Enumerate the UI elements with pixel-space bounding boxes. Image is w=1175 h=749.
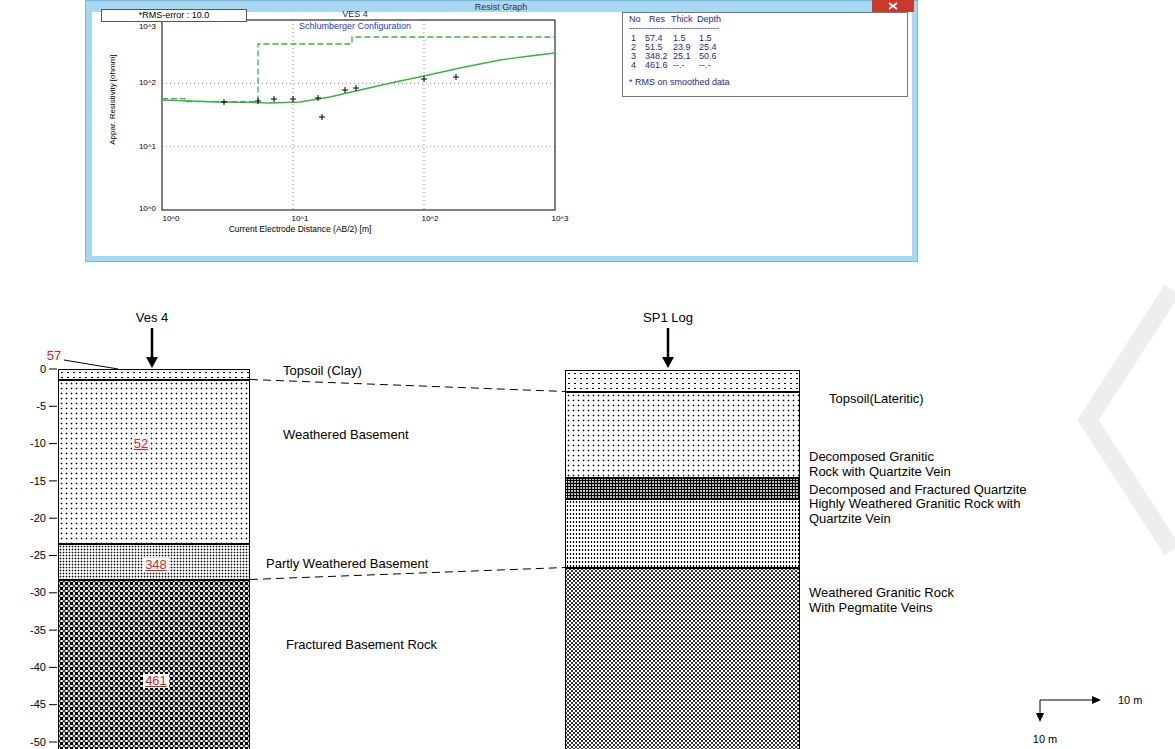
layer-box: 461Fractured Basement Rock [58, 580, 250, 749]
table-cell: 3 [631, 51, 636, 61]
table-cell: 348.2 [645, 51, 668, 61]
depth-label: -50 [30, 736, 46, 749]
table-cell: 25.1 [673, 51, 691, 61]
layer-box: 348Partly Weathered Basement [58, 544, 250, 580]
table-cell: Depth [697, 14, 721, 24]
table-cell: 461.6 [645, 60, 668, 70]
table-cell: Res [649, 14, 665, 24]
leader-line [64, 360, 118, 369]
tick-label: 10^3 [551, 214, 568, 223]
tick-label: 10^1 [291, 214, 308, 223]
depth-label: -20 [30, 512, 46, 525]
axis-title: Current Electrode Distance (AB/2) [m] [229, 225, 372, 235]
tick-label: 10^1 [139, 142, 156, 151]
tick-label: 10^2 [421, 214, 438, 223]
depth-ticks [49, 369, 57, 742]
depth-label: 0 [40, 363, 46, 376]
axis-title: Appar. Resistivity [ohmm] [107, 55, 116, 145]
chart-subtitle: Schlumberger Configuration [299, 21, 411, 31]
table-cell: 1 [631, 33, 636, 43]
layer-box: Highly Weathered Granitic Rock with Quar… [565, 499, 800, 568]
smoothed-curve [162, 53, 555, 103]
table-cell: Thick [671, 14, 693, 24]
resistivity-value: 348 [143, 558, 169, 573]
tick-label: 10^3 [139, 22, 156, 31]
layer-name: Weathered Basement [281, 428, 411, 443]
tick-label: 10^0 [162, 214, 179, 223]
data-points [221, 74, 459, 120]
depth-label: -10 [30, 437, 46, 450]
layer-name: Weathered Granitic Rock With Pegmatite V… [807, 586, 981, 616]
table-cell: 57.4 [645, 33, 663, 43]
layer-name: Highly Weathered Granitic Rock with Quar… [807, 497, 1056, 527]
table-cell: --.- [699, 60, 711, 70]
depth-label: -25 [30, 549, 46, 562]
correlation-line [250, 380, 565, 392]
layer-box: Weathered Granitic Rock With Pegmatite V… [565, 568, 800, 749]
results-table: No Res Thick Depth-------------------------… [622, 12, 908, 97]
scale-label: 10 m [1118, 694, 1142, 707]
scale-label: 10 m [1033, 733, 1057, 746]
depth-label: -5 [36, 400, 46, 413]
close-button [872, 0, 914, 12]
layer-box: Topsoil(Lateritic) [565, 370, 800, 392]
depth-label: -30 [30, 586, 46, 599]
depth-label: -15 [30, 475, 46, 488]
rms-error: *RMS-error : 10.0 [139, 10, 210, 20]
window-title: Resist Graph [475, 2, 528, 12]
table-cell: 25.4 [699, 42, 717, 52]
plot-frame [162, 20, 555, 210]
table-note: * RMS on smoothed data [629, 77, 730, 87]
depth-label: -45 [30, 698, 46, 711]
depth-label: -35 [30, 624, 46, 637]
resistivity-value: 52 [132, 437, 150, 452]
location-arrow [146, 328, 158, 368]
layer-name: Fractured Basement Rock [284, 638, 439, 653]
model-curve [162, 37, 555, 102]
layer-box: Decomposed Granitic Rock with Quartzite … [565, 392, 800, 478]
resistivity-value: 57 [45, 349, 63, 364]
close-symbol [889, 3, 897, 9]
watermark [1088, 290, 1172, 550]
depth-label: -40 [30, 661, 46, 674]
table-cell: 2 [631, 42, 636, 52]
table-cell: 1.5 [673, 33, 686, 43]
layer-box: 57Topsoil (Clay) [58, 369, 250, 380]
layer-box: Decomposed and Fractured Quartzite [565, 478, 800, 499]
resistivity-value: 461 [143, 674, 169, 689]
layer-name: Decomposed Granitic Rock with Quartzite … [807, 450, 961, 480]
table-cell: 1.5 [699, 33, 712, 43]
layer-name: Topsoil(Lateritic) [827, 392, 926, 407]
scale-arrows [1036, 696, 1101, 722]
table-cell: 23.9 [673, 42, 691, 52]
table-rule: ------------------------------ [629, 23, 719, 33]
layer-name: Partly Weathered Basement [264, 557, 430, 572]
log-title: Ves 4 [136, 311, 169, 326]
table-cell: 51.5 [645, 42, 663, 52]
table-cell: No [629, 14, 641, 24]
tick-label: 10^2 [139, 78, 156, 87]
table-cell: 50.6 [699, 51, 717, 61]
rms-box: *RMS-error : 10.0 [101, 9, 247, 22]
location-arrow [662, 328, 674, 368]
table-cell: --.- [673, 60, 685, 70]
chart-title: VES 4 [342, 9, 368, 19]
log-title: SP1 Log [643, 311, 693, 326]
layer-name: Decomposed and Fractured Quartzite [807, 483, 1029, 498]
layer-name: Topsoil (Clay) [281, 364, 364, 379]
layer-box: 52Weathered Basement [58, 380, 250, 544]
tick-label: 10^0 [139, 204, 156, 213]
grid [162, 20, 555, 210]
app-window: Resist Graph *RMS-error : 10.0 No Res Thick D… [85, 0, 918, 262]
table-cell: 4 [631, 60, 636, 70]
